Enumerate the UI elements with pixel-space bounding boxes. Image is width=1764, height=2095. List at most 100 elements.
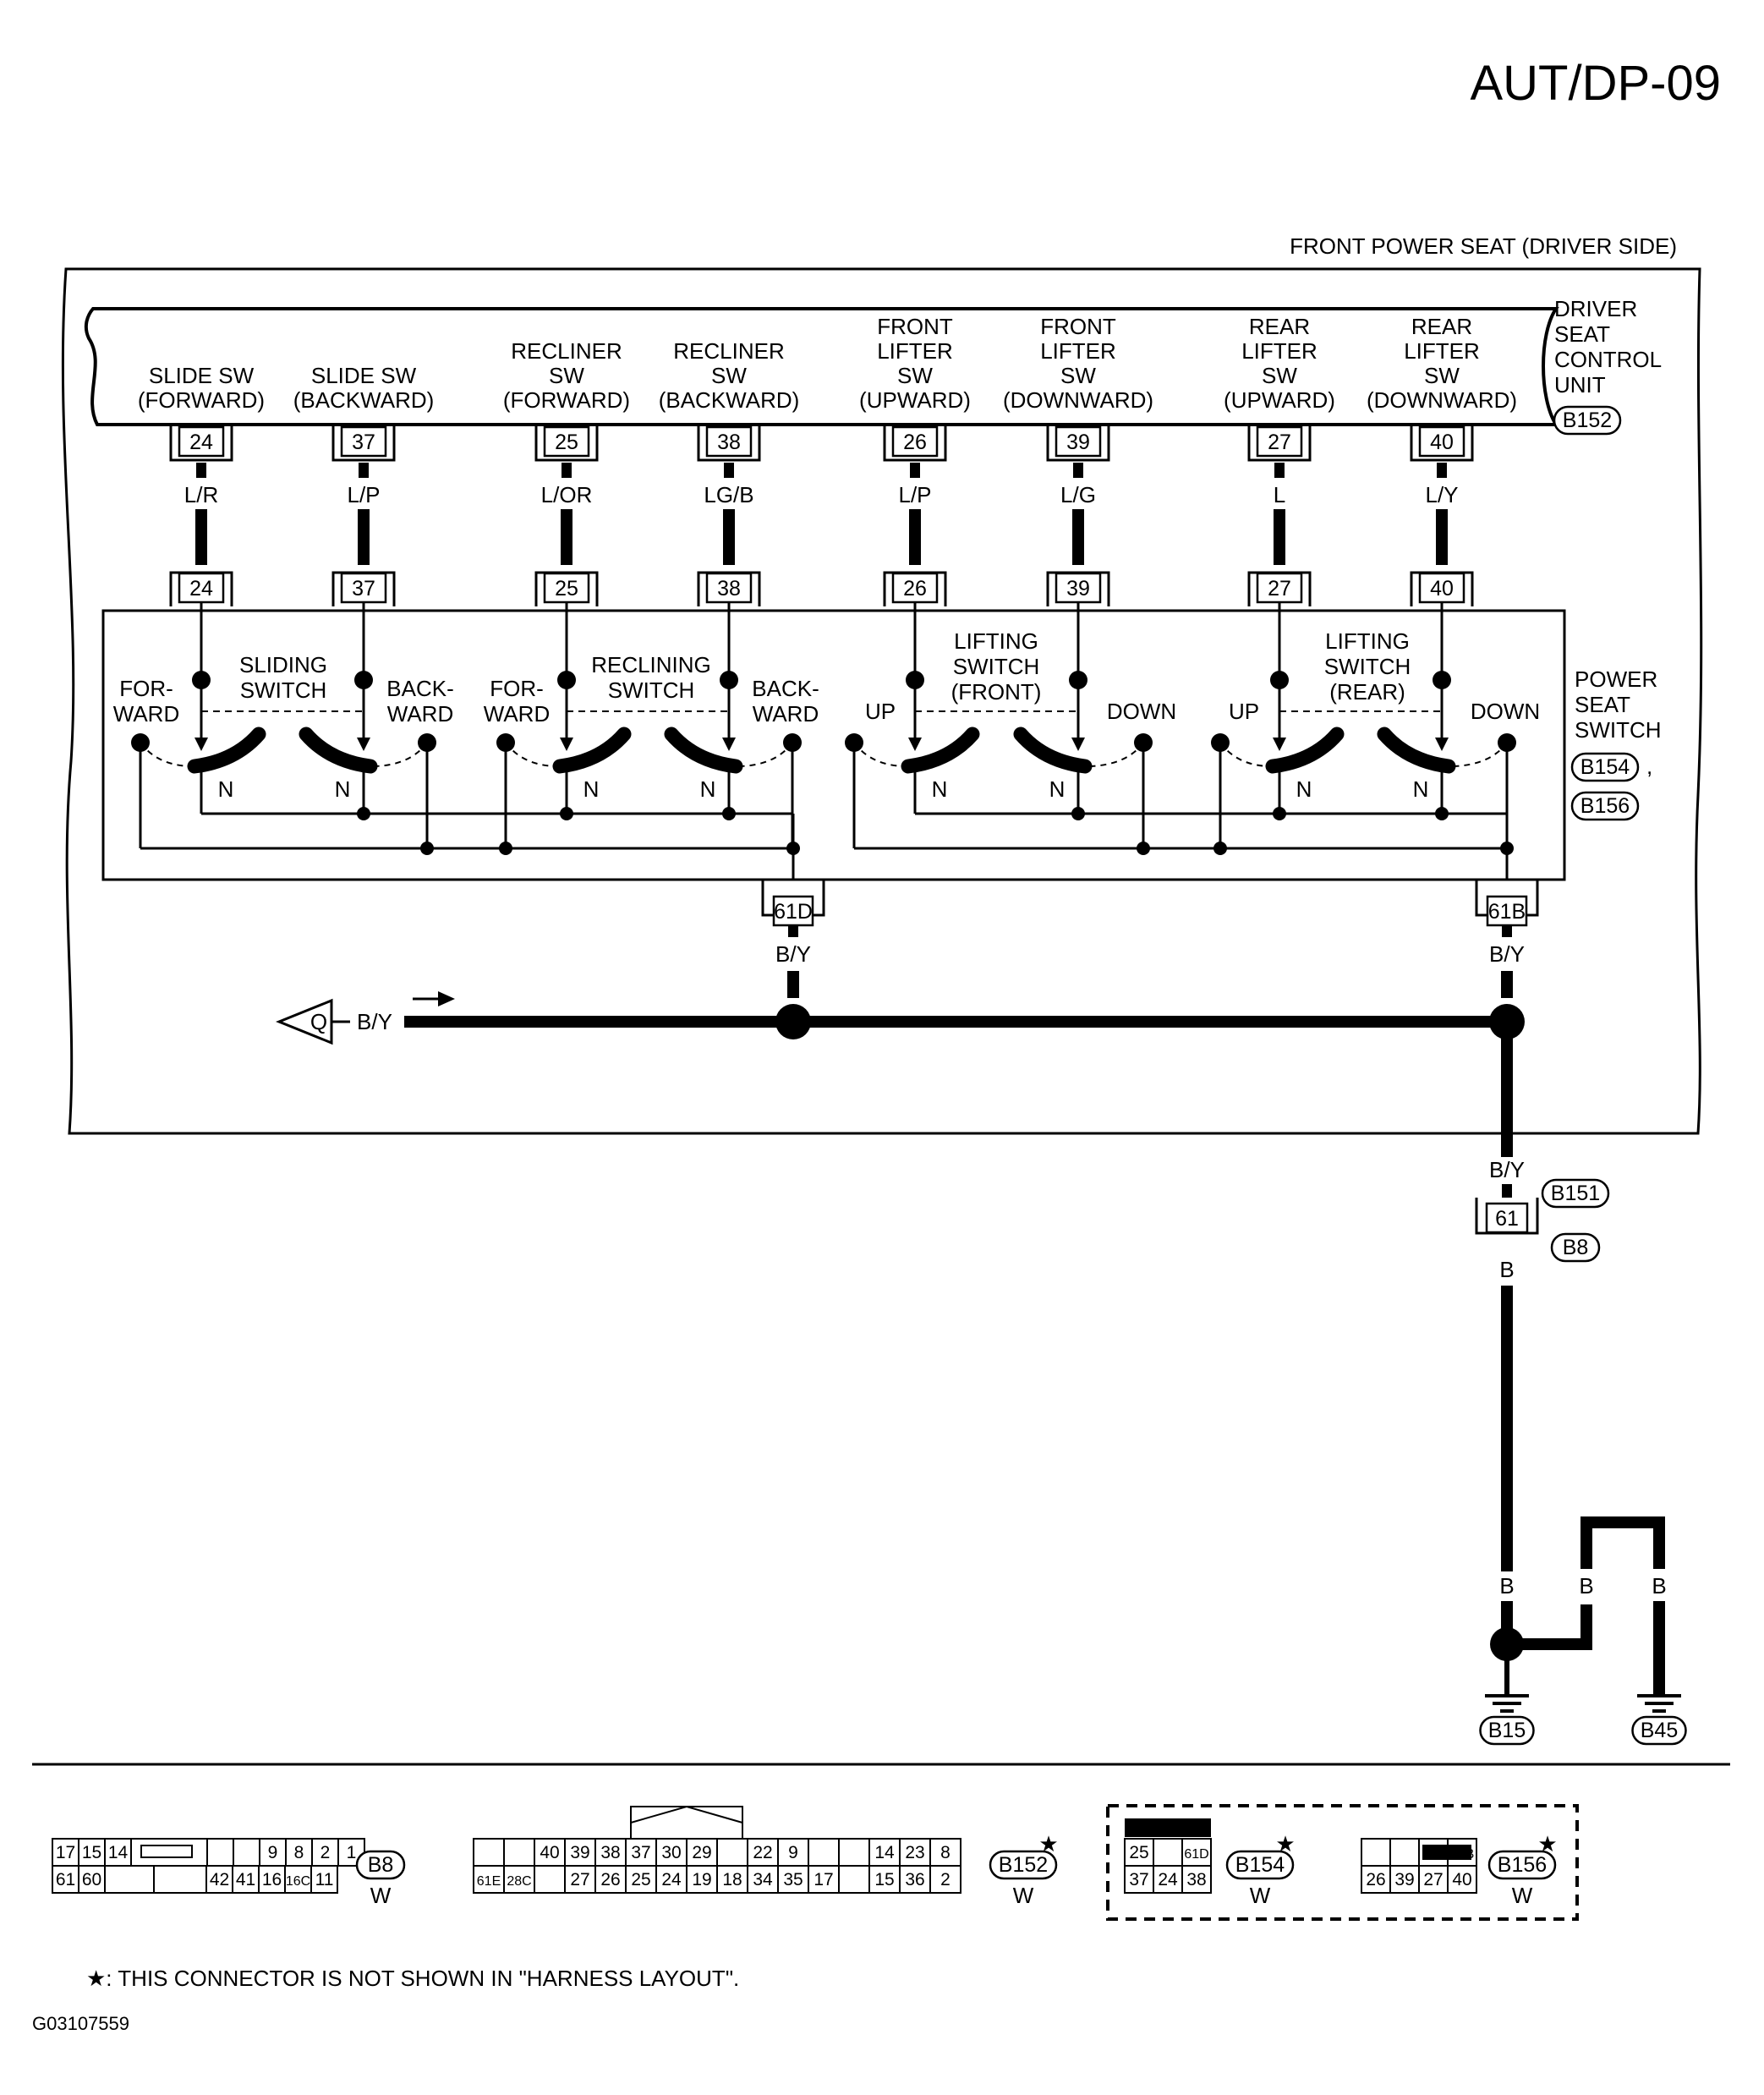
connector-cell — [838, 1838, 870, 1867]
terminal-pin-box — [705, 425, 753, 458]
connector-cell-label: 27 — [1423, 1870, 1443, 1889]
connector-cell — [868, 1865, 901, 1894]
connector-view-color: W — [1512, 1883, 1533, 1908]
connector-cell — [206, 1838, 234, 1867]
connector-cell-label: 9 — [788, 1843, 798, 1862]
switch-terminal-pin: 39 — [1066, 577, 1090, 601]
switch-position-label: FOR- — [119, 676, 173, 701]
wire-color: L/P — [898, 482, 931, 507]
switch-arrow — [1435, 738, 1449, 751]
connector-cell-label: 61E — [477, 1874, 501, 1889]
connector-cell — [104, 1865, 155, 1894]
terminal-label-line: SLIDE SW — [149, 363, 255, 388]
connector-cell — [929, 1865, 961, 1894]
down-wire-color: B/Y — [1489, 1157, 1525, 1182]
neutral-label: N — [583, 776, 600, 802]
switch-contact-dot — [720, 671, 738, 689]
frame-border — [61, 267, 1703, 1135]
connector-cell — [655, 1865, 688, 1894]
terminal-label-line: (DOWNWARD) — [1003, 387, 1153, 413]
connector-cell-label: 11 — [315, 1870, 334, 1889]
switch-arrow — [722, 738, 736, 751]
switch-terminal-pin: 40 — [1430, 577, 1454, 601]
power-seat-switch-connector-outline — [1570, 752, 1640, 782]
connector-cell — [1181, 1838, 1212, 1867]
connector-cell-label: 8 — [294, 1843, 304, 1862]
wire-color: L — [1274, 482, 1285, 507]
terminal-label-line: (FORWARD) — [138, 387, 265, 413]
connector-cell-label: 18 — [722, 1870, 742, 1889]
neutral-label: N — [1413, 776, 1429, 802]
ground-point: B15 — [1488, 1719, 1526, 1742]
connector-cell-label: 1 — [347, 1843, 357, 1862]
connector-key — [140, 1845, 193, 1858]
connector-cell — [868, 1838, 901, 1867]
terminal-label-line: REAR — [1411, 314, 1472, 339]
control-unit-box — [84, 307, 1559, 426]
switch-arrow — [560, 738, 573, 751]
switch-terminal-pin: 37 — [352, 577, 375, 601]
switch-terminal-pin-box — [340, 572, 387, 604]
connector-cell — [232, 1865, 260, 1894]
connector-bracket — [331, 425, 396, 462]
switch-title-line: SLIDING — [239, 652, 327, 677]
connector-view-name-outline — [355, 1850, 406, 1880]
connector-cell-label: 60 — [82, 1870, 101, 1889]
connector-hood-mark — [630, 1805, 743, 1824]
connector-cell-label: 25 — [1129, 1843, 1148, 1862]
switch-title-line: SWITCH — [953, 654, 1040, 679]
splice-dot — [775, 1004, 811, 1039]
terminal-label-line: REAR — [1249, 314, 1310, 339]
ground-splice-dot — [1490, 1627, 1524, 1661]
junction-dot — [560, 807, 573, 820]
terminal-pin: 24 — [189, 431, 213, 454]
terminal-label-line: (UPWARD) — [1224, 387, 1335, 413]
connector-view-name-outline — [1225, 1850, 1295, 1880]
connector-cell — [205, 1865, 233, 1894]
terminal-pin-box — [543, 425, 590, 458]
connector-cell-label: 26 — [600, 1870, 620, 1889]
terminal-pin: 40 — [1430, 431, 1454, 454]
connector-cell-label: 28C — [507, 1874, 531, 1889]
wire-color: L/R — [184, 482, 218, 507]
switch-contact-arc — [552, 727, 632, 774]
terminal-pin-box — [340, 425, 387, 458]
connector-cell-label: 8 — [940, 1843, 950, 1862]
switch-position-label: WARD — [113, 701, 179, 727]
connector-separator: , — [1646, 754, 1652, 779]
connector-cell-label: 41 — [236, 1870, 255, 1889]
ground-wire-color: B — [1499, 1573, 1514, 1599]
switch-arrow — [908, 738, 922, 751]
terminal-group: SLIDE SW(BACKWARD)37L/P37 — [293, 363, 434, 611]
neutral-label: N — [932, 776, 948, 802]
connector-bracket — [1247, 425, 1312, 462]
switch-position-label: BACK- — [386, 676, 453, 701]
connector-cell — [1389, 1838, 1420, 1867]
star-mark: ★ — [1275, 1831, 1295, 1856]
switch-position-label: WARD — [484, 701, 550, 727]
connector-cell-label: 15 — [874, 1870, 894, 1889]
connector-cell-label: 22 — [753, 1843, 772, 1862]
connector-cell-label: 39 — [1394, 1870, 1414, 1889]
power-seat-switch-name-line: POWER — [1575, 666, 1657, 692]
connector-cell-label: 42 — [210, 1870, 229, 1889]
page-code: AUT/DP-09 — [1470, 56, 1721, 111]
terminal-label-line: SW — [549, 363, 584, 388]
connector-view-name: B152 — [999, 1853, 1048, 1877]
terminal-label-line: SW — [1060, 363, 1096, 388]
terminal-pin: 39 — [1066, 431, 1090, 454]
connector-cell-label: 38 — [600, 1843, 620, 1862]
connector-cell — [473, 1838, 505, 1867]
connector-cell-label: 23 — [905, 1843, 924, 1862]
connector-view-name: B8 — [368, 1853, 394, 1877]
switch-title-line: SWITCH — [240, 677, 327, 703]
connector-cell — [259, 1838, 287, 1867]
